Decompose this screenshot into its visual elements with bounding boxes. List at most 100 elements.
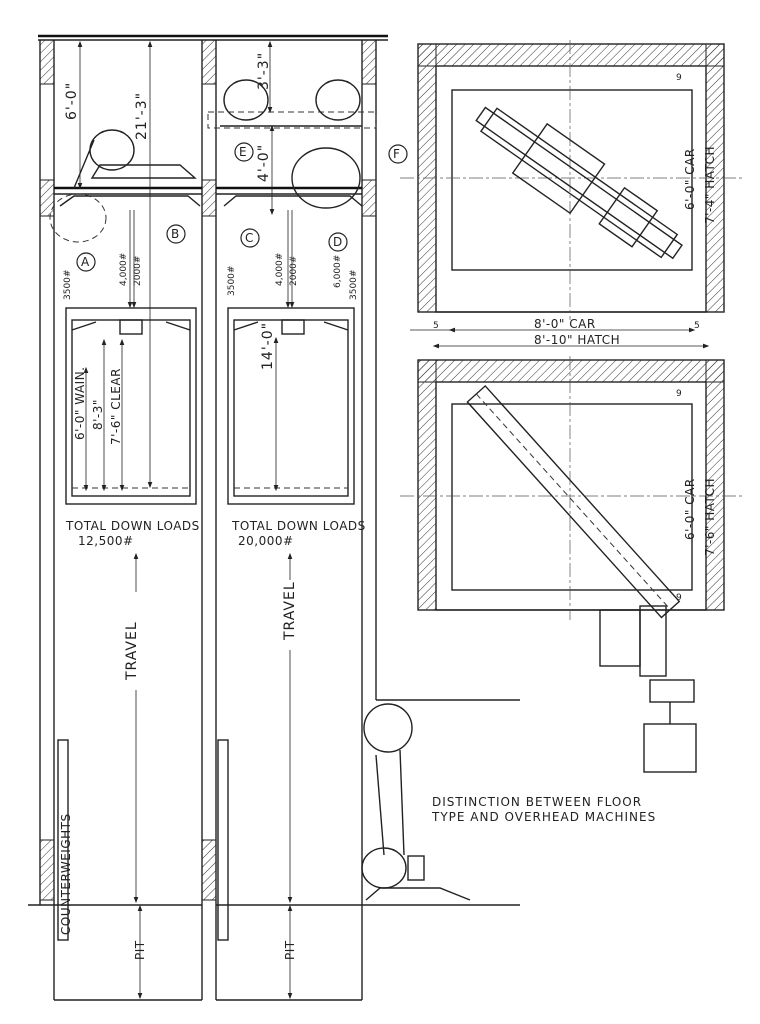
callout-a-label: A — [81, 255, 90, 269]
callout-f — [388, 144, 408, 164]
crosshead — [281, 319, 305, 335]
car-sling — [233, 321, 349, 331]
rope-center — [475, 393, 671, 610]
floor-machine-ropes-plan — [466, 384, 681, 619]
support-bracket — [223, 195, 363, 207]
deflector-sheave-lower — [363, 703, 413, 753]
counterweights-label: COUNTERWEIGHTS — [59, 813, 73, 935]
car-height-dimension: 8'-3" — [91, 399, 105, 430]
counterweight — [217, 739, 229, 941]
gap-dimension: 9 — [676, 73, 682, 83]
pit-label: PIT — [283, 940, 297, 960]
support-bracket — [59, 195, 201, 207]
machine-room-height: 21'-3" — [134, 92, 150, 140]
wall-hatch — [39, 839, 55, 901]
wall-hatch — [201, 39, 217, 85]
callouts: A B C D E F — [76, 142, 408, 272]
car-width-dimension: 8'-0" CAR — [534, 317, 596, 331]
callout-d-label: D — [333, 235, 343, 249]
wall-hatch — [201, 839, 217, 901]
floor-machine-frame — [639, 605, 667, 677]
floor-machine-motor — [643, 723, 697, 773]
elevator-car — [233, 319, 349, 497]
wainscot-dimension: 6'-0" WAIN. — [73, 367, 87, 440]
load-center-1: 4,000# — [275, 253, 285, 286]
travel-label: TRAVEL — [282, 581, 298, 641]
wall-hatch — [417, 359, 437, 611]
total-down-loads-label: TOTAL DOWN LOADS — [231, 519, 366, 533]
machine-bed — [90, 164, 197, 179]
load-right-1: 6,000# — [333, 255, 343, 288]
drive-sheave — [89, 129, 135, 171]
car-outline — [451, 403, 693, 591]
caption-line-1: DISTINCTION BETWEEN FLOOR — [432, 795, 642, 809]
plan-top: 9 6'-0" CAR 7'-4" HATCH 5 8'-0" CAR 5 8'… — [400, 40, 745, 349]
wall-hatch — [361, 39, 377, 85]
hatch-width-dimension: 8'-10" HATCH — [534, 333, 620, 347]
deflector-gap-dimension: 4'-0" — [256, 144, 272, 182]
floor-machine-gear — [649, 679, 695, 703]
hatch-interior — [435, 65, 707, 313]
drum — [511, 122, 606, 215]
total-down-loads-label: TOTAL DOWN LOADS — [65, 519, 200, 533]
wall-hatch — [39, 39, 55, 85]
callout-e — [234, 142, 254, 162]
hoist-rope — [375, 754, 385, 856]
elevator-car-frame — [65, 307, 197, 505]
callout-e-label: E — [239, 145, 247, 159]
callout-c — [240, 228, 260, 248]
counterweight — [57, 739, 69, 941]
right-shaft: 3'-3" 4'-0" 3500# 4,000# 2000# 6,000# 35… — [207, 39, 520, 1001]
load-right-2: 3500# — [349, 270, 359, 300]
load-center-2: 2000# — [289, 256, 299, 286]
motor — [598, 186, 659, 248]
floor-machine-motor — [407, 855, 425, 881]
secondary-sheave — [49, 193, 107, 243]
car-depth-dimension: 6'-0" CAR — [683, 148, 697, 210]
total-down-loads-value: 20,000# — [238, 534, 294, 548]
side-right-dimension: 5 — [694, 321, 700, 331]
gap-bottom-dimension: 9 — [676, 593, 682, 603]
callout-f-label: F — [393, 147, 400, 161]
side-left-dimension: 5 — [433, 321, 439, 331]
caption-line-2: TYPE AND OVERHEAD MACHINES — [431, 810, 656, 824]
floor-machine-drum — [599, 609, 641, 667]
drive-sheave — [315, 79, 361, 121]
total-down-loads-value: 12,500# — [78, 534, 134, 548]
car-height-dimension: 14'-0" — [260, 322, 276, 370]
deflector-sheave — [291, 147, 361, 209]
hatch-depth-dimension: 7'-6" HATCH — [703, 478, 717, 556]
load-center-1: 4,000# — [119, 253, 129, 286]
callout-c-label: C — [245, 231, 254, 245]
wall-hatch — [201, 179, 217, 217]
car-depth-dimension: 6'-0" CAR — [683, 478, 697, 540]
hoist-rope — [73, 139, 95, 189]
elevator-car-frame — [227, 307, 355, 505]
car-sling — [71, 321, 191, 331]
callout-b — [166, 224, 186, 244]
car-outline — [451, 89, 693, 271]
floor-machine-bed — [365, 887, 471, 901]
overhead-machine-plan — [475, 106, 683, 260]
load-center-2: 2000# — [133, 256, 143, 286]
beam-outline — [207, 111, 377, 129]
hatch-depth-dimension: 7'-4" HATCH — [703, 146, 717, 224]
travel-label: TRAVEL — [124, 621, 140, 681]
load-left: 3500# — [227, 266, 237, 296]
callout-a — [76, 252, 96, 272]
wall-hatch — [361, 179, 377, 217]
wall-hatch — [39, 179, 55, 217]
plan-bottom: 9 9 6'-0" CAR 7'-6" HATCH — [400, 356, 745, 773]
left-shaft: 6'-0" 21'-3" 3500# 4,000# 2000# 6'-0" WA… — [28, 34, 388, 1001]
callout-b-label: B — [171, 227, 180, 241]
load-left: 3500# — [63, 270, 73, 300]
machine-rails — [475, 106, 683, 260]
clear-dimension: 7'-6" CLEAR — [109, 368, 123, 445]
elevator-car — [71, 319, 191, 497]
hoist-rope — [399, 749, 405, 856]
pit-label: PIT — [133, 940, 147, 960]
overhead-dimension: 6'-0" — [64, 82, 80, 120]
wall-hatch — [417, 359, 725, 383]
machine-bed — [479, 107, 679, 259]
